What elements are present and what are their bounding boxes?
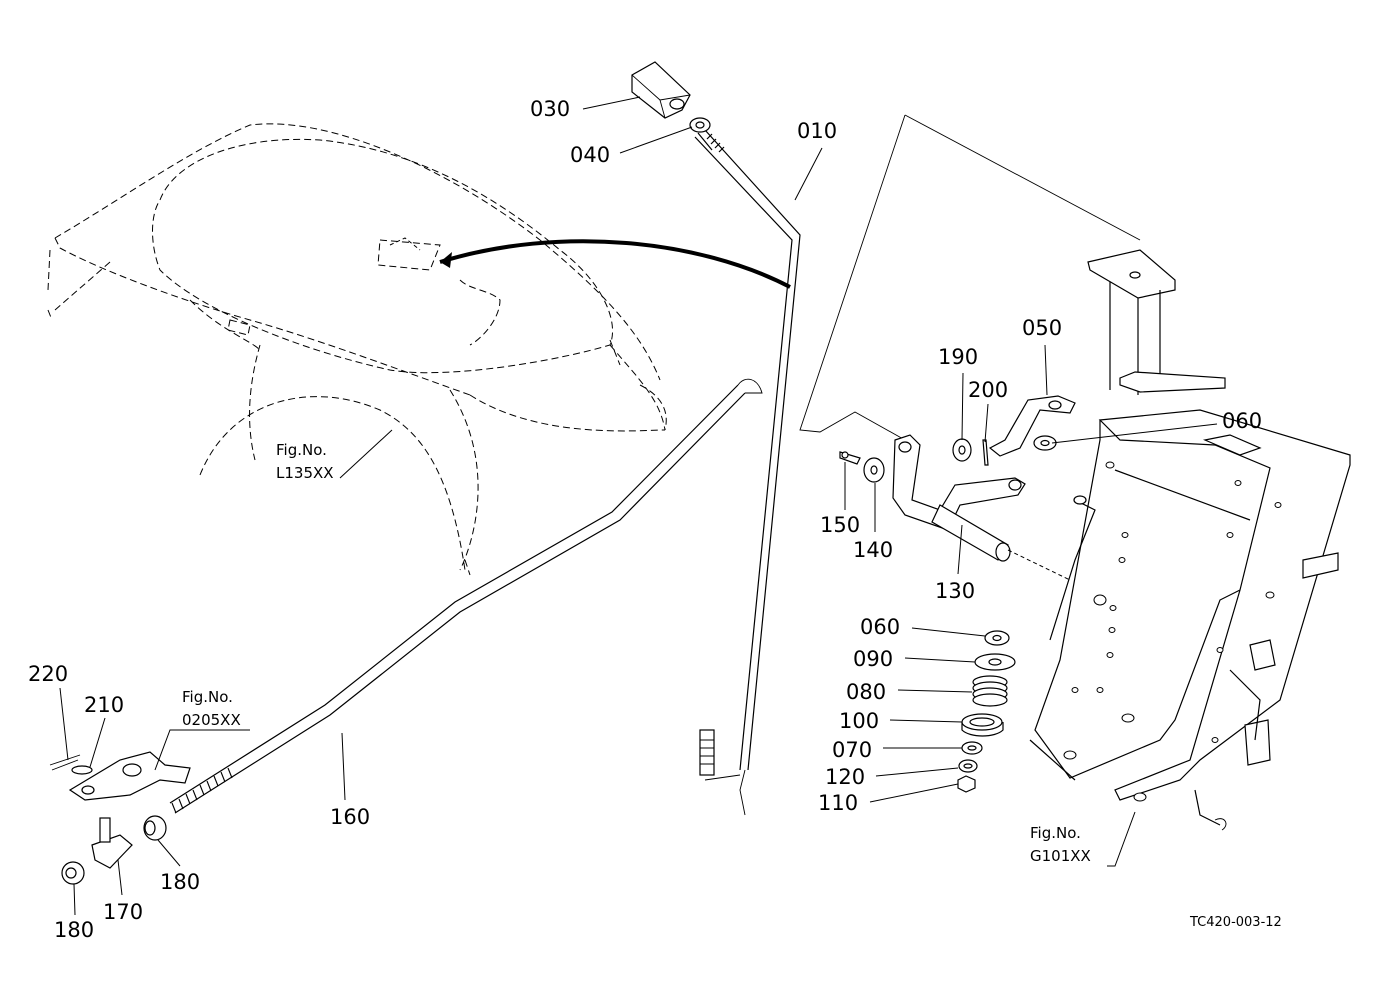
label-110: 110 xyxy=(818,791,858,815)
nut-110 xyxy=(957,775,976,793)
hood-body xyxy=(47,123,667,576)
rod-160 xyxy=(169,378,763,814)
washer-090 xyxy=(974,653,1016,671)
clip-220 xyxy=(49,754,81,771)
label-150: 150 xyxy=(820,513,860,537)
figure-references: Fig.No. L135XX Fig.No. 0205XX Fig.No. G1… xyxy=(182,441,1091,865)
label-090: 090 xyxy=(853,647,893,671)
fig-ref-body-code: L135XX xyxy=(276,464,334,482)
label-120: 120 xyxy=(825,765,865,789)
label-010: 010 xyxy=(797,119,837,143)
part-labels: 030 040 010 050 190 200 060 150 140 130 … xyxy=(28,97,1262,942)
washer-210 xyxy=(71,765,93,775)
drawing-code: TC420-003-12 xyxy=(1189,915,1282,930)
label-040: 040 xyxy=(570,143,610,167)
nut-180-upper xyxy=(143,815,167,841)
fig-ref-body-prefix: Fig.No. xyxy=(276,441,327,459)
washer-070 xyxy=(961,741,983,755)
fig-ref-bracket-prefix: Fig.No. xyxy=(182,688,233,706)
lever-rod-010 xyxy=(694,129,801,781)
washer-060-upper xyxy=(1033,435,1057,451)
label-100: 100 xyxy=(839,709,879,733)
joint-170 xyxy=(91,817,133,869)
label-060-upper: 060 xyxy=(1222,409,1262,433)
washer-060-lower xyxy=(984,630,1010,646)
label-160: 160 xyxy=(330,805,370,829)
pin-200 xyxy=(982,439,989,466)
label-050: 050 xyxy=(1022,316,1062,340)
frame-g101 xyxy=(1029,249,1351,831)
nut-040 xyxy=(689,117,711,133)
location-arrow xyxy=(439,239,791,289)
knob-030 xyxy=(631,61,691,119)
callout-lines xyxy=(59,96,1218,916)
nut-120 xyxy=(958,759,978,773)
link-050 xyxy=(988,395,1076,457)
washer-140 xyxy=(863,457,885,483)
arm-130 xyxy=(892,434,1071,581)
label-170: 170 xyxy=(103,900,143,924)
label-030: 030 xyxy=(530,97,570,121)
label-210: 210 xyxy=(84,693,124,717)
nut-180-lower xyxy=(61,861,85,885)
label-130: 130 xyxy=(935,579,975,603)
label-080: 080 xyxy=(846,680,886,704)
label-200: 200 xyxy=(968,378,1008,402)
fig-ref-frame-code: G101XX xyxy=(1030,847,1091,865)
reference-plane xyxy=(739,114,1141,816)
spring-080 xyxy=(972,675,1008,707)
washer-190 xyxy=(952,438,972,462)
label-180-upper: 180 xyxy=(160,870,200,894)
label-070: 070 xyxy=(832,738,872,762)
label-140: 140 xyxy=(853,538,893,562)
label-060-lower: 060 xyxy=(860,615,900,639)
pin-150 xyxy=(839,451,861,465)
label-220: 220 xyxy=(28,662,68,686)
cup-100 xyxy=(961,713,1004,737)
fig-ref-frame-prefix: Fig.No. xyxy=(1030,824,1081,842)
fig-ref-bracket-code: 0205XX xyxy=(182,711,241,729)
bracket-0205 xyxy=(68,751,191,801)
label-190: 190 xyxy=(938,345,978,369)
label-180-lower: 180 xyxy=(54,918,94,942)
